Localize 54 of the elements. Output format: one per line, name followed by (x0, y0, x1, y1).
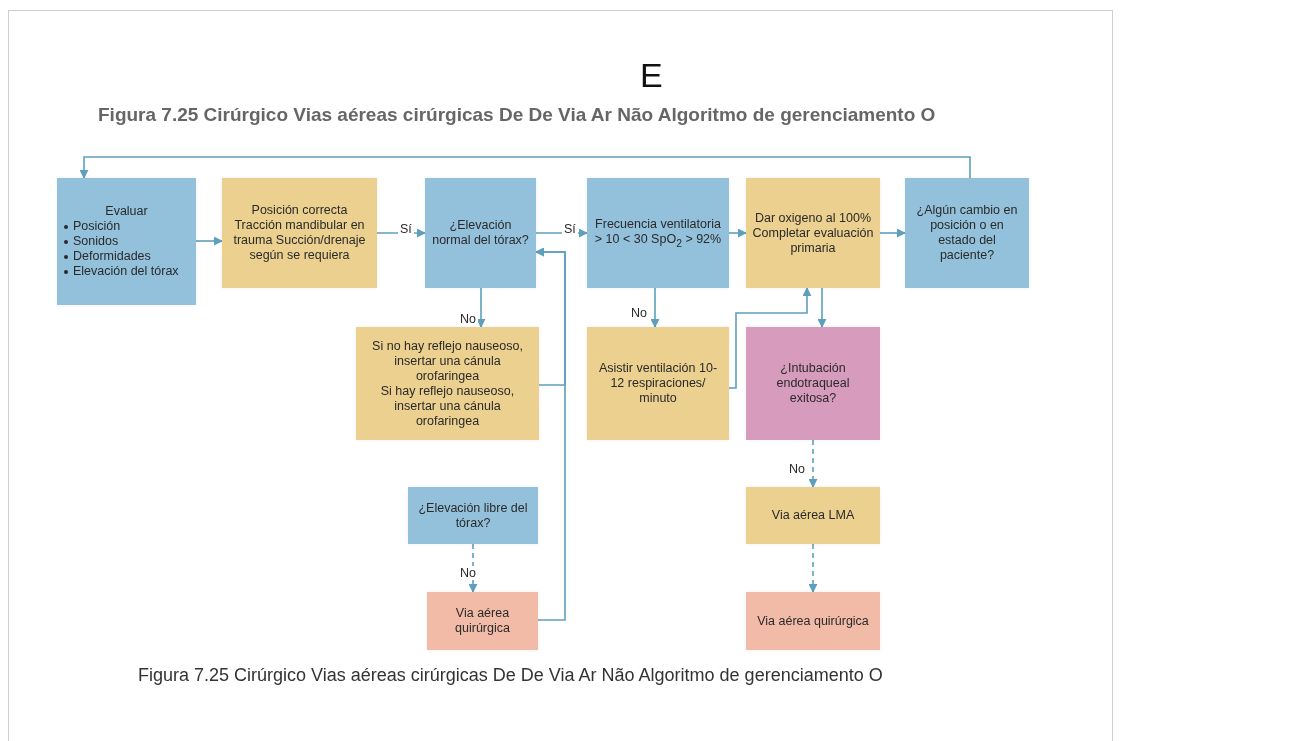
process-box (427, 592, 538, 650)
box-text: Asistir ventilación 10-12 respiraciones/ minuto (597, 361, 719, 406)
edge-label: No (458, 566, 478, 580)
process-box (587, 327, 729, 440)
box-heading: Evaluar (105, 204, 148, 219)
box-text: Frecuencia ventilatoria > 10 < 30 SpO$_{2}$ > 92% (593, 216, 723, 250)
arrow (535, 228, 588, 238)
bullet-item: Posición (63, 219, 121, 234)
arrow (468, 543, 478, 593)
arrow (808, 439, 818, 488)
box-text: ¿Algún cambio en posición o en estado del paciente? (915, 203, 1019, 263)
process-box (746, 592, 880, 650)
bullet-item: Deformidades (63, 249, 151, 264)
figure-caption: Figura 7.25 Cirúrgico Vias aéreas cirúrgicas De De Via Ar Não Algoritmo de gerenciamento O (138, 665, 883, 686)
bullet-item: Elevación del tórax (63, 264, 179, 279)
arrow (817, 287, 827, 328)
box-text: Dar oxigeno al 100% Completar evaluación primaria (752, 210, 874, 256)
process-box (408, 487, 538, 544)
process-box (746, 327, 880, 440)
box-text: ¿Elevación normal del tórax? (431, 218, 530, 248)
box-text: ¿Elevación libre del tórax? (417, 500, 529, 531)
edge-label: No (787, 462, 807, 476)
box-text: Via aérea LMA (771, 508, 855, 523)
process-box (905, 178, 1029, 288)
arrow (376, 228, 426, 238)
process-box (746, 487, 880, 544)
panel-letter: E (640, 56, 663, 95)
bullet-item: Sonidos (63, 234, 119, 249)
process-box (222, 178, 377, 288)
box-text: Si no hay reflejo nauseoso, insertar una cánula orofaringea (371, 338, 524, 384)
arrow (650, 287, 660, 328)
arrow (879, 228, 906, 238)
figure-title: Figura 7.25 Cirúrgico Vias aéreas cirúrgicas De De Via Ar Não Algoritmo de gerenciamento O (98, 104, 936, 126)
arrow (808, 543, 818, 593)
box-text: Si hay reflejo nauseoso, insertar una cánula orofaringea (379, 383, 516, 429)
box-text: ¿Intubación endotraqueal exitosa? (775, 361, 851, 406)
edge-label: No (629, 306, 649, 320)
process-box (425, 178, 536, 288)
arrow (476, 287, 486, 328)
edge-label: Sí (398, 222, 414, 236)
arrow (195, 236, 223, 246)
edge-label: Sí (562, 222, 578, 236)
process-box (746, 178, 880, 288)
arrow (728, 228, 747, 238)
process-box (356, 327, 539, 440)
process-box (57, 178, 196, 305)
process-box (587, 178, 729, 288)
arrow (535, 247, 566, 621)
arrow (79, 156, 971, 179)
arrow (728, 287, 812, 389)
box-text: Via aérea quirúrgica (454, 606, 511, 636)
box-text: Posición correcta Tracción mandibular en trauma Succión/drenaje según se requiera (232, 203, 367, 263)
edge-label: No (458, 312, 478, 326)
box-text: Via aérea quirúrgica (757, 613, 869, 629)
